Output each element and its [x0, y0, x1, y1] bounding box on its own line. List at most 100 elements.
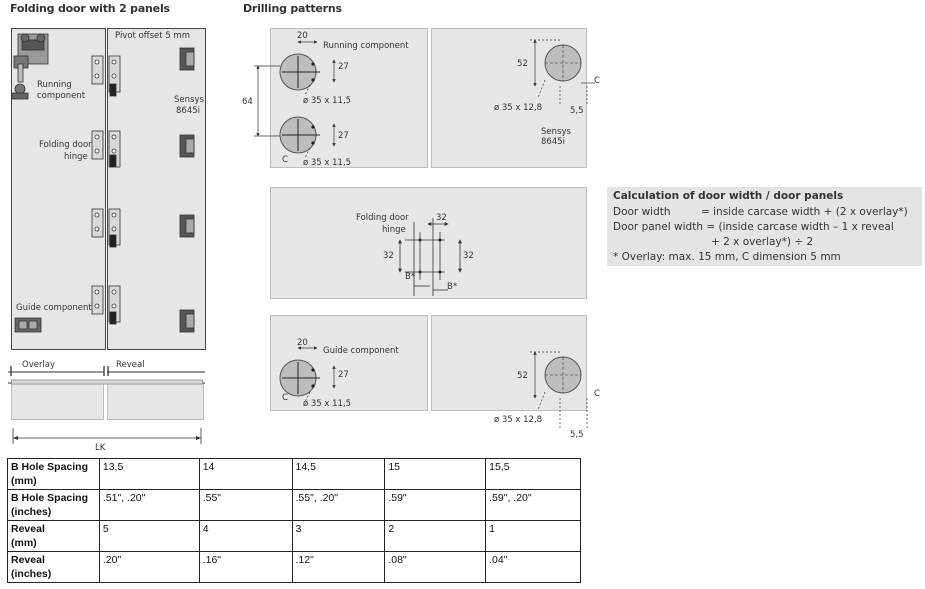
door-panel-left: [11, 28, 106, 350]
table-cell: .04": [485, 551, 581, 583]
title-folding-door: Folding door with 2 panels: [10, 2, 170, 15]
row-header-line: (mm): [11, 475, 37, 487]
dim-55-bottom: 5,5: [570, 430, 584, 440]
lk-label: LK: [95, 443, 106, 453]
calculation-box: Calculation of door width / door panels …: [607, 187, 922, 266]
row-header-line: Reveal: [11, 554, 45, 566]
cup-hole-sensys-top: [544, 44, 582, 82]
calc-panel-width-formula: Door panel width = (inside carcase width…: [613, 221, 894, 233]
table-cell: .12": [291, 551, 386, 583]
table-cell: 15: [384, 458, 487, 490]
sensys-drill-label-2: 8645i: [541, 137, 565, 147]
row-header: Reveal (inches): [7, 551, 100, 583]
sensys-hinge-icons: [179, 47, 195, 333]
table-cell: 1: [485, 520, 581, 552]
drill-panel-middle: [270, 187, 587, 299]
pivot-offset-label: Pivot offset 5 mm: [115, 31, 190, 41]
cup-hole-sensys-bottom: [544, 356, 582, 394]
row-header-line: (inches): [11, 506, 52, 518]
dim-55-top: 5,5: [570, 106, 584, 116]
sensys-label-1: Sensys: [174, 95, 204, 105]
b-spacing-right: B*: [447, 282, 458, 292]
table-cell: 13,5: [98, 458, 200, 490]
table-cell: 14: [198, 458, 293, 490]
row-header: B Hole Spacing (mm): [7, 458, 100, 490]
dia-35-128-bottom: ø 35 x 12,8: [494, 415, 543, 425]
cup-hole-top-1: [279, 53, 320, 91]
table-cell: .16": [198, 551, 293, 583]
dia-35-128-top: ø 35 x 12,8: [494, 103, 543, 113]
dim-32-left: 32: [383, 251, 394, 261]
table-cell: 15,5: [485, 458, 581, 490]
guide-component-label: Guide component: [16, 303, 92, 313]
dim-27-b: 27: [338, 131, 349, 141]
row-header-line: B Hole Spacing: [11, 492, 89, 504]
calc-panel-width-formula-cont: + 2 x overlay*) ÷ 2: [711, 236, 814, 248]
table-cell: 4: [198, 520, 293, 552]
door-panel-right: [107, 28, 206, 350]
table-cell: 5: [98, 520, 200, 552]
dim-27-a: 27: [338, 62, 349, 72]
table-cell: 14,5: [291, 458, 386, 490]
calc-door-width-formula: = inside carcase width + (2 x overlay*): [701, 206, 908, 218]
dim-c-bottom-left: C: [282, 393, 288, 403]
running-component-label-1: Running: [37, 80, 72, 90]
table-row: B Hole Spacing (inches) .51", .20".55".55"…: [7, 489, 581, 521]
dim-32-top: 32: [436, 213, 447, 223]
row-header-line: B Hole Spacing: [11, 461, 89, 473]
table-cell: .55", .20": [291, 489, 386, 521]
table-row: Reveal(inches).20".16".12".08".04": [7, 551, 581, 583]
top-view-section: [8, 366, 205, 444]
dim-20-bottom: 20: [297, 338, 308, 348]
row-header-line: (mm): [11, 537, 37, 549]
running-component-label-2: component: [37, 91, 86, 101]
folding-hinge-drill-label-2: hinge: [382, 225, 406, 235]
row-header-line: (inches): [11, 568, 52, 580]
calc-overlay-note: * Overlay: max. 15 mm, C dimension 5 mm: [613, 251, 841, 263]
table-cell: .59", .20": [485, 489, 581, 521]
dim-c-top-left: C: [282, 155, 288, 165]
b-spacing-left: B*: [405, 272, 416, 282]
overlay-label: Overlay: [22, 360, 56, 370]
dim-20-top: 20: [297, 31, 308, 41]
table-cell: .55": [198, 489, 293, 521]
row-header-line: Reveal: [11, 523, 45, 535]
dim-c-bottom-right: C: [594, 389, 600, 399]
running-component-drill-label: Running component: [323, 41, 409, 51]
calc-door-width-label: Door width: [613, 206, 671, 218]
calc-title: Calculation of door width / door panels: [613, 190, 844, 202]
dim-52-top: 52: [517, 59, 528, 69]
guide-component-icon: [14, 317, 42, 333]
cup-hole-guide: [279, 359, 320, 397]
dim-64: 64: [242, 97, 253, 107]
folding-hinge-label-1: Folding door: [39, 140, 92, 150]
dim-32-right: 32: [463, 251, 474, 261]
guide-component-drill-label: Guide component: [323, 346, 399, 356]
sensys-label-2: 8645i: [176, 106, 200, 116]
table-cell: 2: [384, 520, 487, 552]
folding-door-drawing: [8, 28, 206, 444]
table-cell: .59": [384, 489, 487, 521]
sensys-drill-label-1: Sensys: [541, 127, 571, 137]
drilling-patterns-drawing: [254, 39, 595, 430]
dia-35-115-bottom: ø 35 x 11,5: [303, 399, 352, 409]
table-cell: .51", .20": [98, 489, 200, 521]
row-header: Reveal (mm): [7, 520, 100, 552]
cup-hole-top-2: [279, 116, 320, 154]
running-component-icon: [11, 33, 49, 100]
folding-hinge-drill-label-1: Folding door: [356, 213, 409, 223]
dia-35-115-b: ø 35 x 11,5: [303, 158, 352, 168]
dia-35-115-a: ø 35 x 11,5: [303, 96, 352, 106]
reveal-label: Reveal: [116, 360, 145, 370]
dim-52-bottom: 52: [517, 371, 528, 381]
table-cell: 3: [291, 520, 386, 552]
table-cell: .20": [98, 551, 200, 583]
folding-hinge-icons: [91, 55, 121, 325]
row-header: B Hole Spacing (inches): [7, 489, 100, 521]
dim-27-bottom: 27: [338, 370, 349, 380]
title-drilling-patterns: Drilling patterns: [243, 2, 342, 15]
folding-hinge-label-2: hinge: [64, 152, 88, 162]
